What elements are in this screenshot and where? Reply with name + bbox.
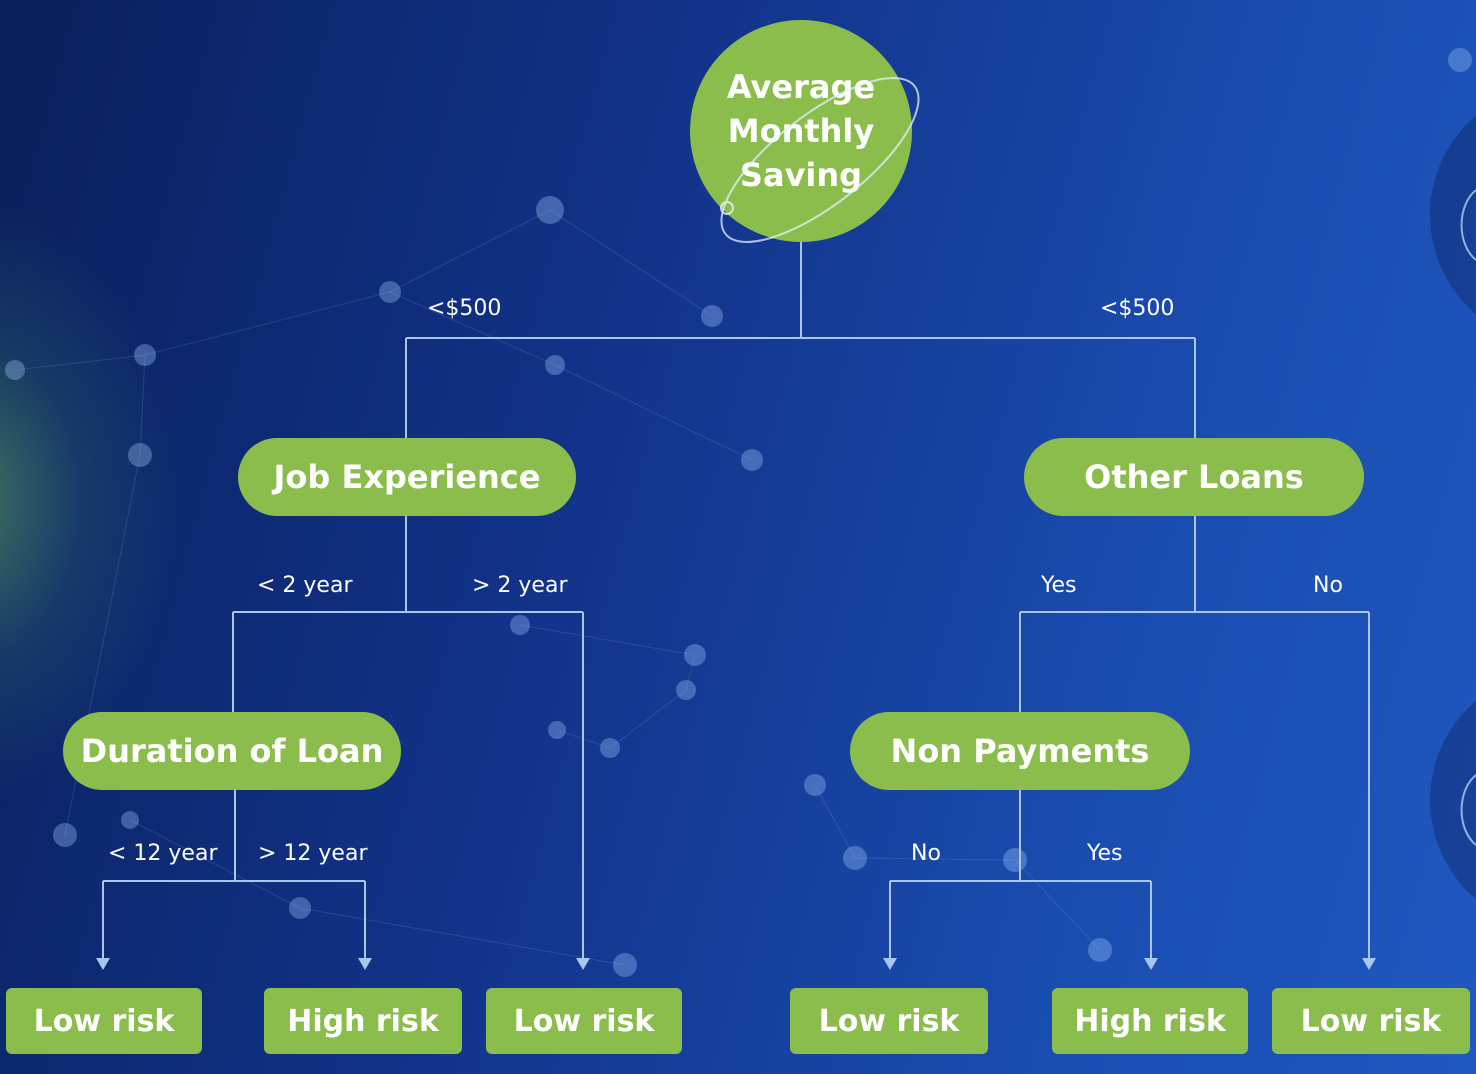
leaf-low-risk-4: Low risk (1272, 988, 1470, 1054)
edge-label-nonpay-left: No (911, 841, 941, 866)
edge-label-root-right: <$500 (1100, 296, 1175, 321)
edge-label-duration-right: > 12 year (258, 841, 368, 866)
arrow-to-leaf-low-risk-3 (883, 958, 897, 970)
arrow-to-leaf-low-risk-2 (576, 958, 590, 970)
leaf-low-risk-3: Low risk (790, 988, 988, 1054)
orbit-ring-decoration (720, 77, 920, 243)
arrow-to-leaf-low-risk-1 (96, 958, 110, 970)
edge-label-job-right: > 2 year (472, 573, 568, 598)
root-line-1: Average (726, 68, 876, 106)
node-non-payments: Non Payments (850, 712, 1190, 790)
arrow-to-leaf-high-risk-1 (358, 958, 372, 970)
arrow-to-leaf-low-risk-4 (1362, 958, 1376, 970)
edge-label-root-left: <$500 (427, 296, 502, 321)
edge-label-duration-left: < 12 year (108, 841, 218, 866)
leaf-low-risk-2: Low risk (486, 988, 682, 1054)
root-node-average-monthly-saving: Average Monthly Saving (690, 20, 912, 242)
edge-label-loans-left: Yes (1041, 573, 1077, 598)
node-job-experience: Job Experience (238, 438, 576, 516)
root-line-3: Saving (739, 156, 863, 194)
leaf-high-risk-1: High risk (264, 988, 462, 1054)
node-duration-of-loan: Duration of Loan (63, 712, 401, 790)
edge-label-nonpay-right: Yes (1087, 841, 1123, 866)
node-other-loans: Other Loans (1024, 438, 1364, 516)
edge-label-loans-right: No (1313, 573, 1343, 598)
leaf-high-risk-2: High risk (1052, 988, 1248, 1054)
arrow-to-leaf-high-risk-2 (1144, 958, 1158, 970)
edge-label-job-left: < 2 year (257, 573, 353, 598)
leaf-low-risk-1: Low risk (6, 988, 202, 1054)
